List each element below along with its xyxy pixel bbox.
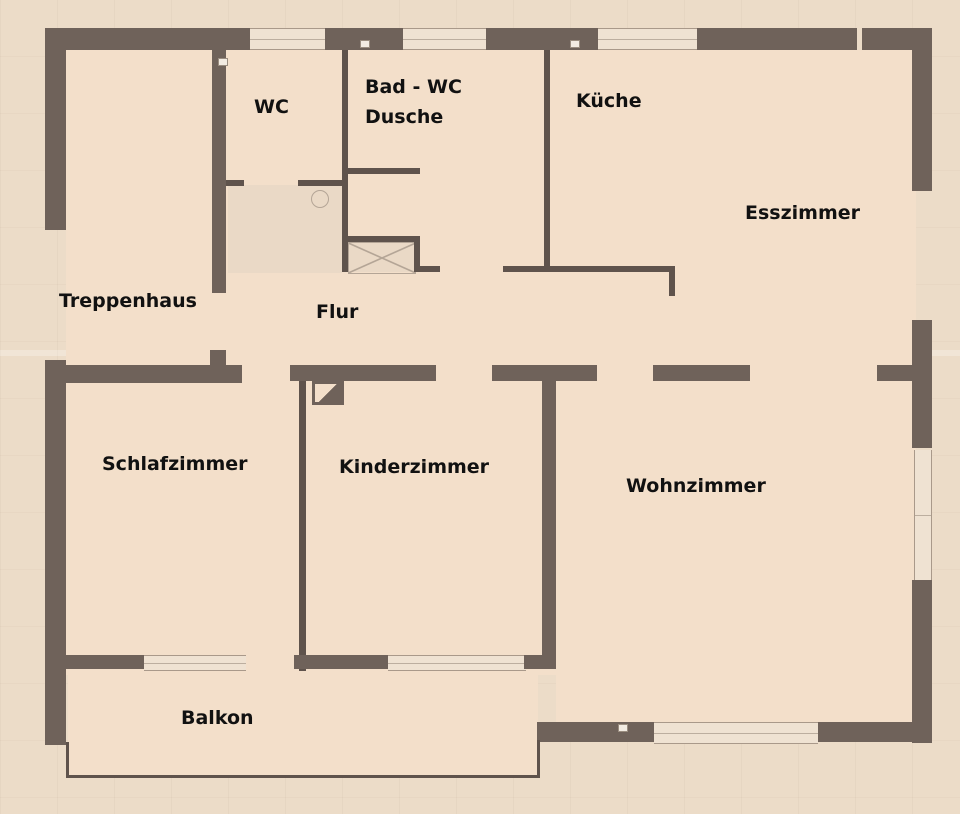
wall-corridor-left — [66, 365, 242, 383]
room-label-schlafzimmer: Schlafzimmer — [102, 453, 248, 475]
wall-wc-stub-1 — [226, 180, 244, 186]
room-label-kueche: Küche — [576, 90, 642, 112]
window-schlafzimmer — [144, 655, 246, 671]
socket-icon — [618, 724, 628, 732]
socket-icon — [360, 40, 370, 48]
toilet-icon — [311, 190, 329, 208]
room-label-kinderzimmer: Kinderzimmer — [339, 456, 490, 478]
wall-shower-top — [348, 236, 418, 242]
wall-corridor-left-post — [210, 350, 226, 365]
wall-top-2 — [325, 28, 403, 50]
room-label-treppenhaus: Treppenhaus — [59, 290, 197, 312]
wall-bad-kueche — [544, 50, 550, 270]
upper-floor-area — [66, 50, 916, 365]
wall-corner-post — [524, 655, 556, 669]
window-bottom-wohnzimmer — [654, 722, 818, 744]
room-label-wc: WC — [254, 96, 289, 118]
window-right-wohnzimmer — [914, 450, 932, 580]
wall-bottom-2 — [818, 722, 932, 742]
wall-wc-bad — [342, 50, 348, 272]
window-top-bad — [403, 28, 486, 50]
wall-corridor-esszimmer — [653, 365, 750, 381]
window-top-wc — [250, 28, 325, 50]
room-label-esszimmer: Esszimmer — [745, 202, 861, 224]
wall-left-lower — [45, 360, 66, 745]
wall-bottom-1 — [537, 722, 654, 742]
wohnzimmer-floor — [556, 365, 916, 723]
wall-right-1 — [912, 28, 932, 191]
socket-icon — [570, 40, 580, 48]
lower-left-floor-area — [66, 365, 556, 675]
balkon-floor — [68, 675, 538, 777]
window-top-kueche — [598, 28, 697, 50]
wall-right-3 — [912, 580, 932, 743]
wall-shower-side — [414, 236, 420, 272]
room-label-bad: Bad - WC — [365, 76, 462, 98]
room-label-flur: Flur — [316, 301, 359, 323]
wall-left-upper — [45, 28, 66, 230]
shower-tray-icon — [348, 242, 416, 274]
balkon-edge-left — [66, 742, 69, 778]
room-label-wohnzimmer: Wohnzimmer — [626, 475, 766, 497]
socket-icon — [218, 58, 228, 66]
shaft-icon — [312, 381, 344, 405]
wall-kueche-bottom — [503, 266, 675, 272]
wall-kinder-balkon — [294, 655, 388, 669]
wall-corridor-mid — [290, 365, 436, 381]
wall-kinder-wohn — [542, 381, 556, 666]
wall-treppenhaus-wc — [212, 50, 226, 293]
wall-wc-stub-2 — [298, 180, 342, 186]
wall-corridor-right — [492, 365, 597, 381]
wall-right-2 — [912, 320, 932, 448]
wall-top-3 — [486, 28, 598, 50]
wall-kueche-stub — [669, 266, 675, 296]
wall-top-1 — [45, 28, 250, 50]
balkon-edge-right — [537, 740, 540, 778]
wall-top-4 — [697, 28, 857, 50]
wall-shower-stub — [414, 266, 440, 272]
balkon-edge-bottom — [66, 775, 540, 778]
wall-bad-shelf — [348, 168, 420, 174]
window-kinderzimmer — [388, 655, 526, 671]
room-label-balkon: Balkon — [181, 707, 254, 729]
wall-schlaf-balkon — [66, 655, 144, 669]
room-label-dusche: Dusche — [365, 106, 444, 128]
wall-schlaf-kinder — [299, 381, 306, 671]
wall-corridor-east — [877, 365, 914, 381]
